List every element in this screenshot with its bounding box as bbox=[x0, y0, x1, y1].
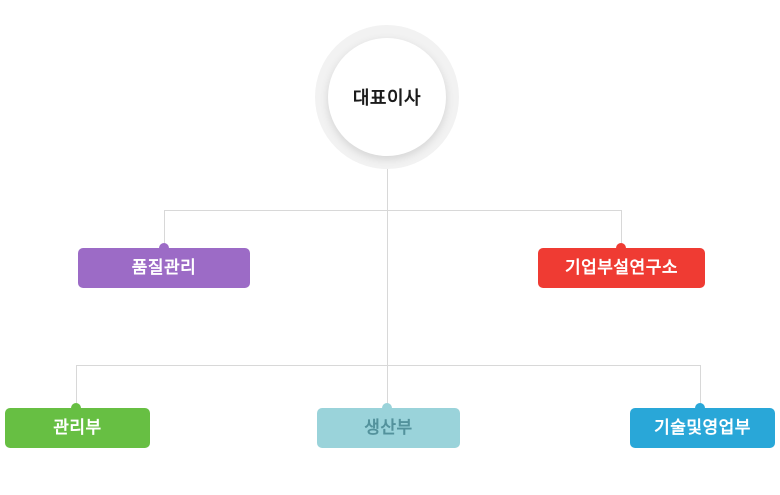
connector-quality-drop bbox=[164, 210, 165, 248]
connector-admin-drop bbox=[76, 365, 77, 408]
node-production-dept: 생산부 bbox=[317, 408, 460, 448]
ceo-circle-ring: 대표이사 bbox=[315, 25, 459, 169]
connector-research-drop bbox=[621, 210, 622, 248]
node-quality-control: 품질관리 bbox=[78, 248, 250, 288]
connector-ceo-down bbox=[387, 169, 388, 210]
connector-row2-horizontal bbox=[76, 365, 700, 366]
node-tech-sales-dept: 기술및영업부 bbox=[630, 408, 775, 448]
connector-tech-sales-drop bbox=[700, 365, 701, 408]
connector-production-drop bbox=[387, 365, 388, 408]
connector-row1-horizontal bbox=[164, 210, 622, 211]
connector-trunk bbox=[387, 210, 388, 365]
node-admin-dept: 관리부 bbox=[5, 408, 150, 448]
ceo-circle: 대표이사 bbox=[328, 38, 446, 156]
node-research-institute: 기업부설연구소 bbox=[538, 248, 705, 288]
ceo-label: 대표이사 bbox=[352, 88, 422, 108]
